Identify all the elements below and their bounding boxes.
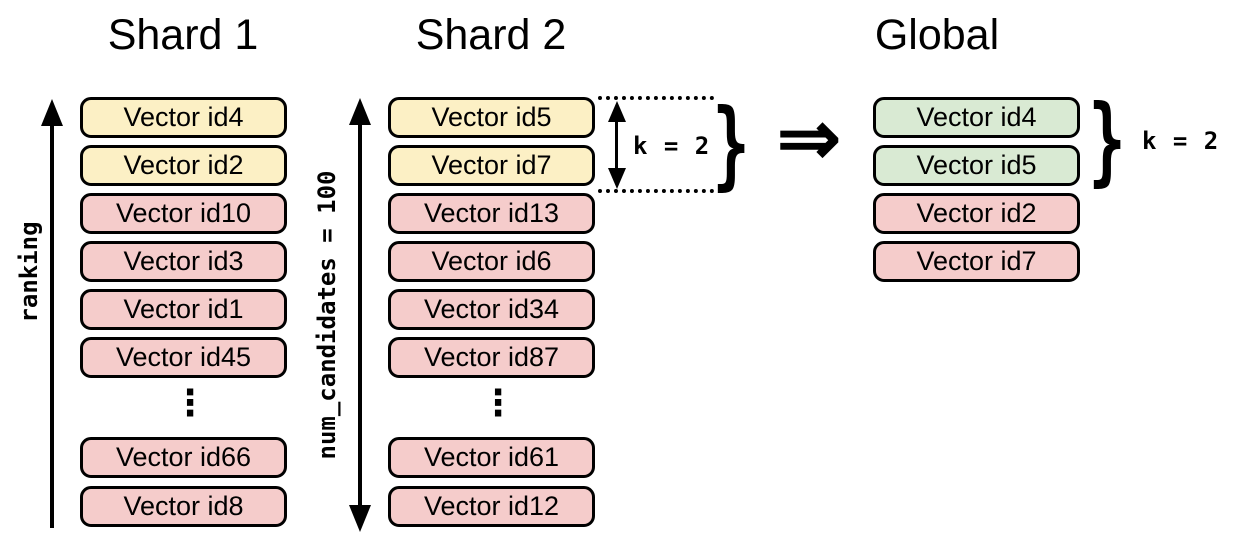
shard1-ellipsis: ⋮	[172, 383, 208, 424]
shard1-vector-box: Vector id4	[80, 97, 287, 138]
shard2-vector-box: Vector id34	[388, 289, 595, 330]
global-brace: }	[1088, 83, 1126, 197]
shard2-ellipsis: ⋮	[480, 383, 516, 424]
shard1-vector-box: Vector id3	[80, 241, 287, 282]
num-candidates-arrowhead-top-icon	[349, 98, 371, 125]
shard1-vector-box: Vector id8	[80, 486, 287, 527]
k-region-dotted-guide-top	[598, 96, 714, 100]
global-vector-box: Vector id4	[873, 97, 1080, 138]
ranking-axis-arrowhead-icon	[41, 99, 63, 126]
ranking-axis-label: ranking	[15, 221, 43, 323]
shard2-vector-box: Vector id7	[388, 145, 595, 186]
shard1-vector-box: Vector id1	[80, 289, 287, 330]
ranking-axis-arrow-line	[50, 112, 54, 528]
shard2-vector-box: Vector id12	[388, 486, 595, 527]
shard2-brace: }	[712, 87, 750, 201]
num-candidates-arrowhead-bottom-icon	[349, 505, 371, 532]
shard2-title: Shard 2	[415, 11, 567, 59]
shard1-vector-box: Vector id2	[80, 145, 287, 186]
global-vector-box: Vector id7	[873, 241, 1080, 282]
shard1-vector-box: Vector id66	[80, 437, 287, 478]
global-title: Global	[874, 11, 1000, 59]
num-candidates-label: num_candidates = 100	[313, 170, 341, 460]
shard2-k-label: k = 2	[633, 132, 711, 160]
shard1-title: Shard 1	[107, 11, 259, 59]
shard1-vector-box: Vector id10	[80, 193, 287, 234]
k-extent-arrowhead-top-icon	[608, 101, 626, 122]
k-region-dotted-guide-bottom	[598, 189, 714, 193]
global-vector-box: Vector id5	[873, 145, 1080, 186]
k-extent-arrow-line	[615, 112, 618, 178]
shard2-vector-box: Vector id61	[388, 437, 595, 478]
global-k-label: k = 2	[1142, 127, 1220, 155]
shard2-vector-box: Vector id87	[388, 337, 595, 378]
num-candidates-arrow-line	[358, 118, 362, 512]
shard1-vector-box: Vector id45	[80, 337, 287, 378]
shard2-vector-box: Vector id6	[388, 241, 595, 282]
shard2-vector-box: Vector id13	[388, 193, 595, 234]
implies-arrow-icon: ⇒	[777, 95, 841, 181]
global-vector-box: Vector id2	[873, 193, 1080, 234]
k-extent-arrowhead-bottom-icon	[608, 168, 626, 189]
shard2-vector-box: Vector id5	[388, 97, 595, 138]
